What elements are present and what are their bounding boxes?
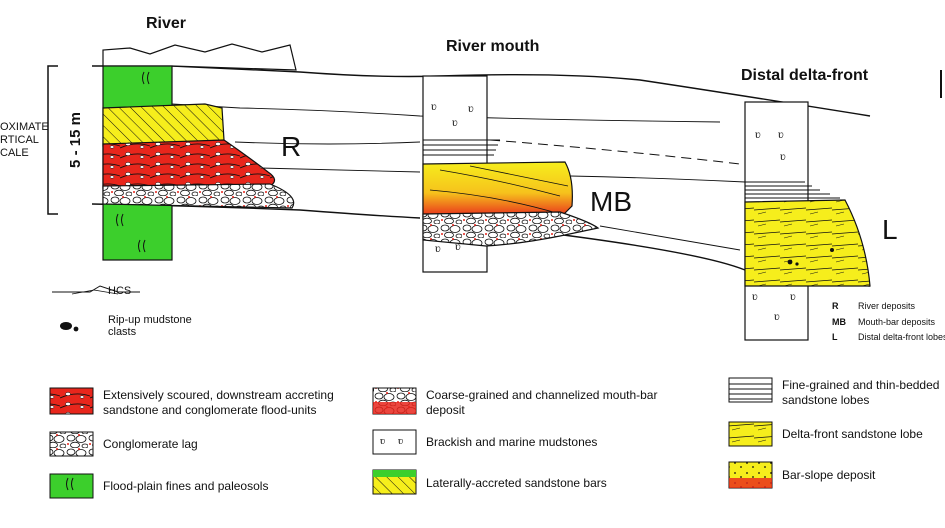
legend-swatch-scoured: [49, 387, 94, 415]
legend-swatch-lag: [49, 431, 94, 457]
svg-text:ʋ: ʋ: [755, 127, 761, 141]
abbreviation-key: R River deposits MB Mouth-bar deposits L…: [832, 301, 945, 342]
key-text-L: Distal delta-front lobes: [858, 332, 945, 342]
svg-text:ʋ: ʋ: [431, 99, 437, 113]
column-title-river-mouth: River mouth: [446, 38, 539, 55]
legend-thinbedded-2: sandstone lobes: [782, 393, 869, 407]
legend-scoured-2: sandstone and conglomerate flood-units: [103, 403, 316, 417]
distal-thin-beds: [745, 181, 840, 199]
svg-text:ʋ: ʋ: [468, 101, 474, 115]
key-abbr-MB: MB: [832, 317, 846, 327]
svg-text:ʋ: ʋ: [452, 115, 458, 129]
ripup-label-1: Rip-up mudstone: [108, 314, 192, 326]
scale-label-3: CALE: [0, 147, 29, 159]
svg-text:ʋ: ʋ: [398, 435, 403, 447]
legend-swatch-thinbedded: [728, 377, 773, 403]
svg-text:ʋ: ʋ: [455, 239, 461, 253]
legend-mudstone: Brackish and marine mudstones: [426, 435, 597, 449]
legend-lag: Conglomerate lag: [103, 437, 198, 451]
scale-label-1: OXIMATE: [0, 121, 49, 133]
hcs-symbol: HCS: [52, 285, 140, 297]
mouth-bar-lag: [422, 211, 600, 247]
key-text-MB: Mouth-bar deposits: [858, 317, 936, 327]
legend-floodplain: Flood-plain fines and paleosols: [103, 479, 268, 493]
legend-lateral: Laterally-accreted sandstone bars: [426, 476, 607, 490]
river-mouth-column: ʋʋʋ ʋʋʋ MB: [422, 75, 632, 273]
thin-beds: [423, 139, 500, 156]
svg-text:ʋ: ʋ: [435, 241, 441, 255]
ripup-symbol: Rip-up mudstone clasts: [60, 314, 192, 338]
svg-text:ʋ: ʋ: [752, 289, 758, 303]
legend-lobe: Delta-front sandstone lobe: [782, 427, 923, 441]
legend-barslope: Bar-slope deposit: [782, 468, 876, 482]
key-abbr-R: R: [832, 301, 839, 311]
marker-L: L: [882, 214, 898, 245]
mouth-bar: [422, 161, 573, 219]
scale-label-2: RTICAL: [0, 134, 39, 146]
river-column: R: [102, 43, 301, 261]
conglomerate-lag: [102, 183, 295, 209]
column-title-distal: Distal delta-front: [741, 67, 869, 84]
legend: Extensively scoured, downstream accretin…: [49, 377, 939, 499]
ripup-label-2: clasts: [108, 326, 137, 338]
legend-mouthbar-1: Coarse-grained and channelized mouth-bar: [426, 388, 657, 402]
distal-sandstone-lobes: [744, 199, 871, 287]
marker-R: R: [281, 131, 301, 162]
legend-swatch-lobe: [728, 421, 773, 447]
legend-mouthbar-2: deposit: [426, 403, 465, 417]
river-top-strata: [102, 43, 297, 71]
legend-thinbedded-1: Fine-grained and thin-bedded: [782, 378, 939, 392]
svg-text:ʋ: ʋ: [774, 309, 780, 323]
legend-swatch-mudstone: [372, 429, 417, 455]
key-text-R: River deposits: [858, 301, 916, 311]
marker-MB: MB: [590, 186, 632, 217]
svg-text:ʋ: ʋ: [380, 435, 385, 447]
scoured-flood-units: [102, 139, 276, 189]
legend-scoured-1: Extensively scoured, downstream accretin…: [103, 388, 334, 402]
lateral-bar: [102, 103, 225, 147]
paleosol-marks: [116, 71, 150, 253]
hcs-label: HCS: [108, 285, 131, 297]
scale-value: 5 - 15 m: [67, 112, 84, 168]
svg-text:ʋ: ʋ: [778, 127, 784, 141]
svg-text:ʋ: ʋ: [780, 149, 786, 163]
svg-text:ʋ: ʋ: [790, 289, 796, 303]
key-abbr-L: L: [832, 332, 838, 342]
vertical-scale: OXIMATE RTICAL CALE 5 - 15 m: [0, 65, 84, 215]
column-title-river: River: [146, 15, 186, 32]
